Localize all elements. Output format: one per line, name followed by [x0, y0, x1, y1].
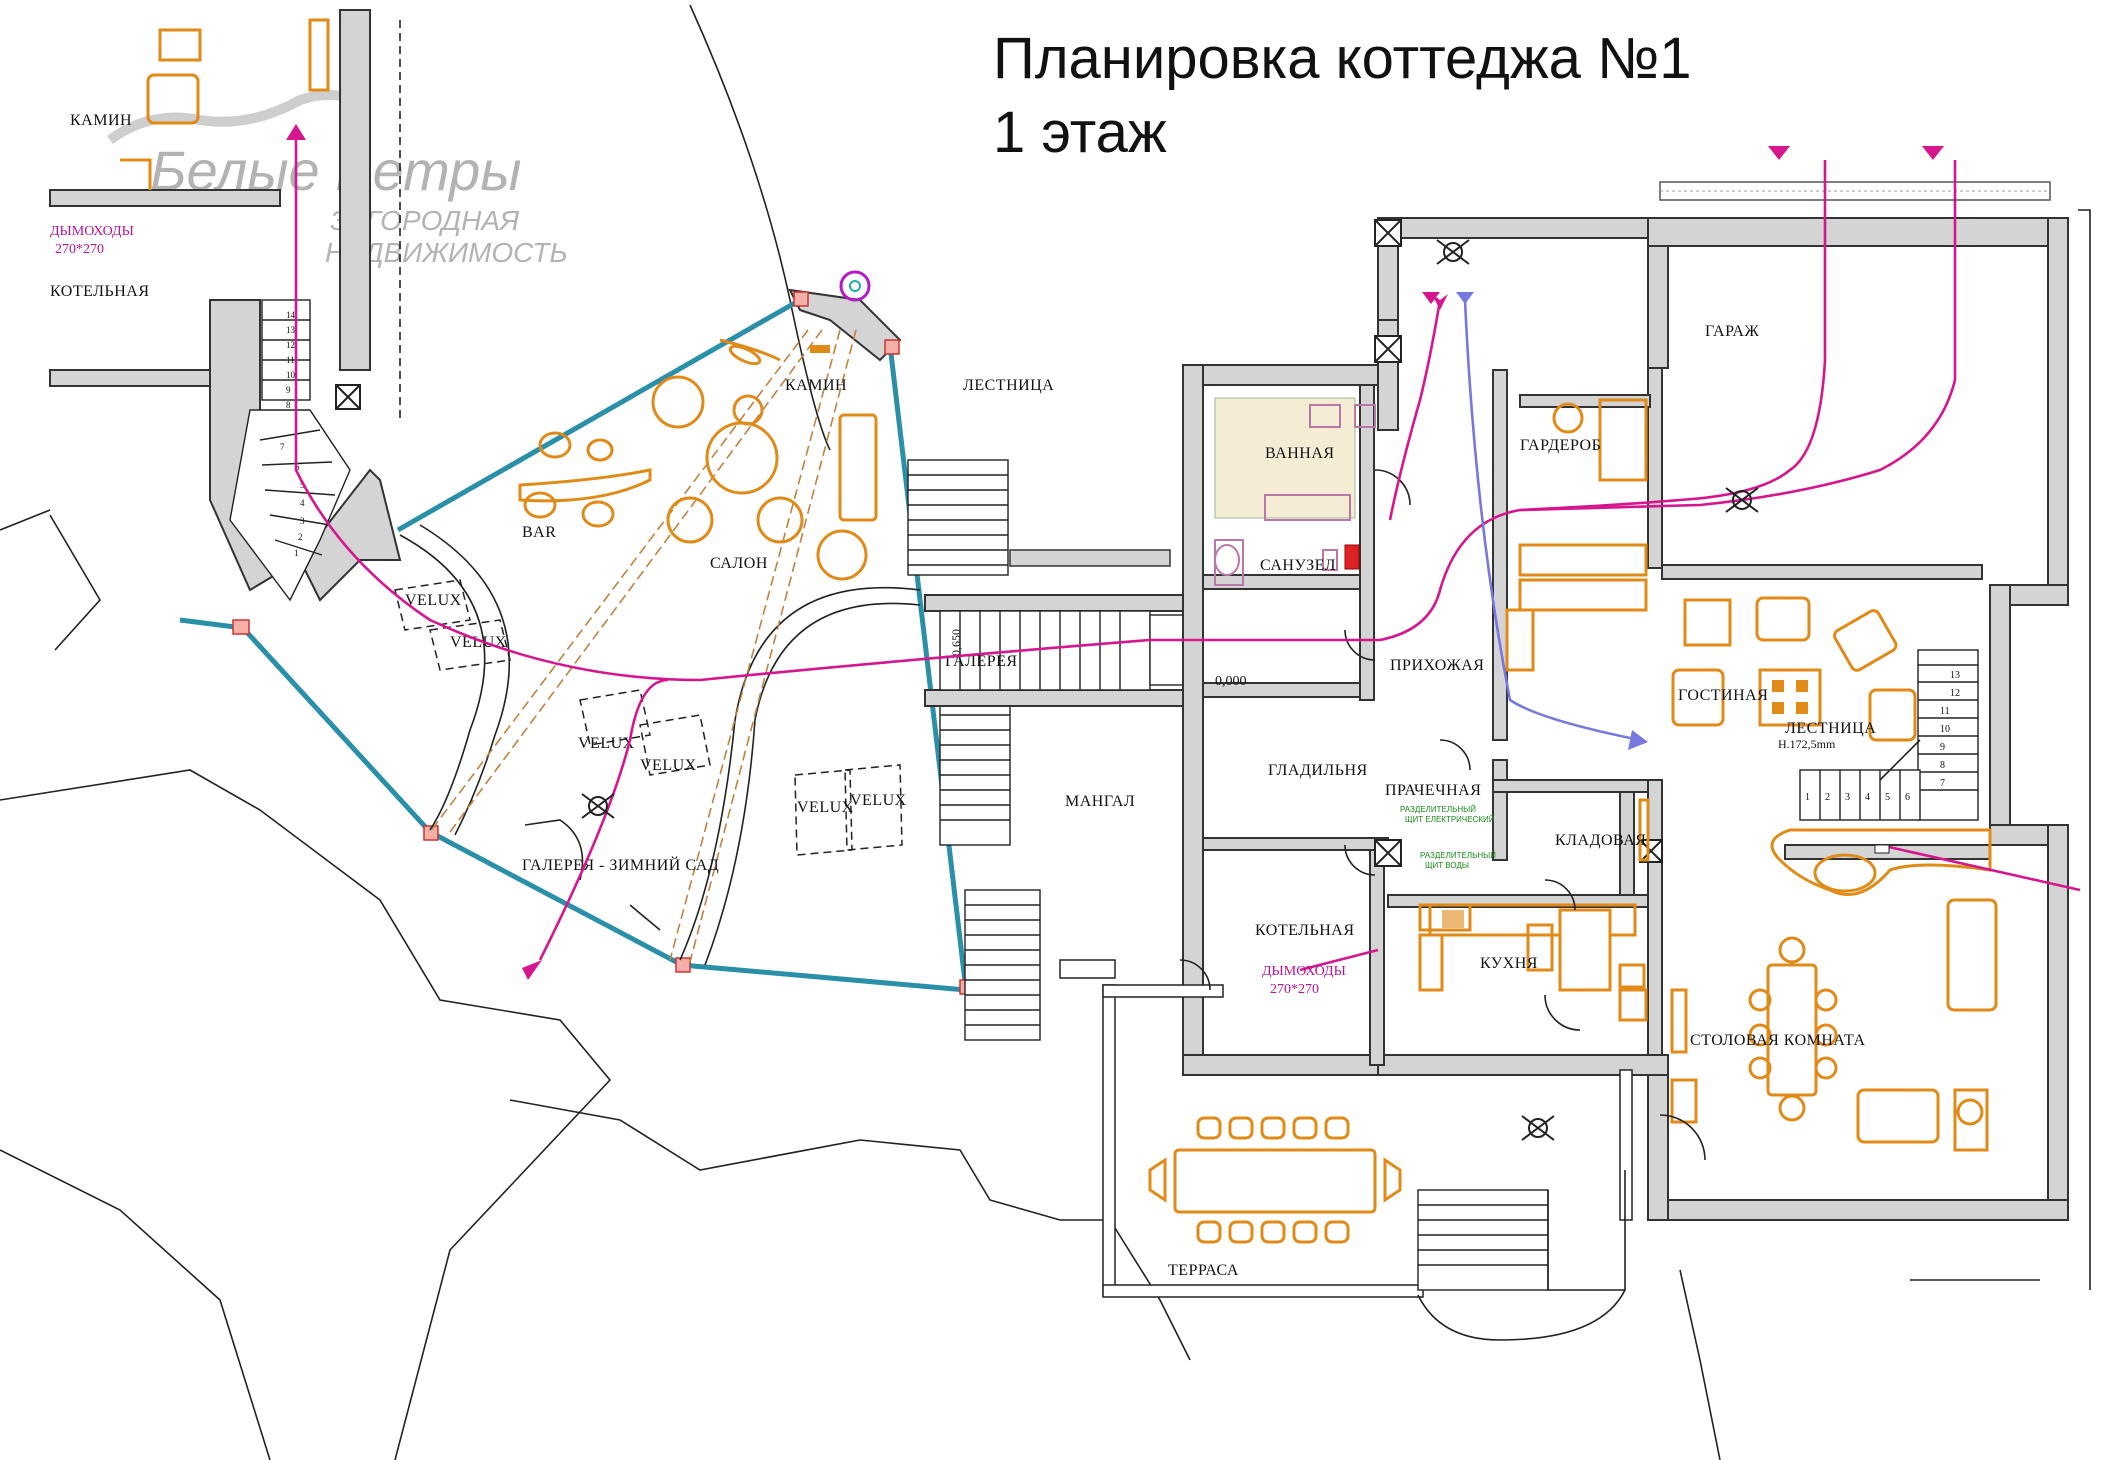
salon-stair-down [907, 459, 1009, 576]
stair-step-label: 3 [300, 516, 305, 526]
salon-furniture [518, 270, 878, 581]
chimney-size: 270*270 [1270, 982, 1319, 997]
room-label-kotelnaya-top: КОТЕЛЬНАЯ [50, 283, 149, 300]
site-outline [0, 4, 2091, 1460]
stair-step-label: 4 [300, 498, 305, 508]
main-house: 13 12 11 10 9 8 7 1 2 3 4 5 6 [1102, 181, 2069, 1341]
room-labels: ВАННАЯ САНУЗЕЛ ГАРДЕРОБ ГАРАЖ ПРИХОЖАЯ Г… [1168, 323, 1876, 1279]
terrace-table [1173, 1148, 1377, 1214]
room-label-sanuzel: САНУЗЕЛ [1260, 557, 1336, 574]
pipe-outlet-arrow-icon [522, 960, 542, 980]
room-label-galereya: ГАЛЕРЕЯ [945, 653, 1018, 670]
stair-step-label: 11 [286, 355, 295, 365]
pipe-inlet-marker-icon [1456, 292, 1474, 304]
room-label-gostinaya: ГОСТИНАЯ [1678, 687, 1768, 704]
room-label-mangal: МАНГАЛ [1065, 793, 1135, 810]
main-stair [1917, 649, 1979, 821]
room-label-kladovaya: КЛАДОВАЯ [1555, 832, 1646, 849]
velux-label: VELUX [578, 735, 635, 752]
stair-step-label: 5 [1885, 792, 1890, 803]
winter-garden: VELUX VELUX VELUX VELUX VELUX VELUX [179, 270, 1201, 1041]
gallery-stair-right [939, 699, 1011, 846]
terrace-railing-left [1102, 984, 1116, 1296]
stair-step-label: 6 [1905, 792, 1910, 803]
plan-floor-label: 1 этаж [993, 100, 1167, 165]
chimney-label-top: ДЫМОХОДЫ [50, 224, 134, 239]
room-label-kukhnya: КУХНЯ [1480, 955, 1538, 972]
pipe-outlet-arrow-icon [286, 124, 306, 140]
level-zero: 0,000 [1215, 674, 1247, 689]
room-label-vannaya: ВАННАЯ [1265, 445, 1335, 462]
stair-step-label: 10 [286, 370, 296, 380]
room-label-salon: САЛОН [710, 555, 768, 572]
room-label-kamin: КАМИН [785, 377, 847, 394]
stair-step-label: 3 [1845, 792, 1850, 803]
room-label-gladilnya: ГЛАДИЛЬНЯ [1268, 762, 1368, 779]
bathroom-floor [1214, 397, 1356, 519]
room-label-stolovaya: СТОЛОВАЯ КОМНАТА [1690, 1032, 1866, 1049]
room-label-galereya-zimniy-sad: ГАЛЕРЕЯ - ЗИМНИЙ САД [522, 855, 719, 874]
room-label-garazh: ГАРАЖ [1705, 323, 1759, 340]
terrace-stair [1417, 1189, 1549, 1291]
stair-step-label: 7 [280, 442, 285, 452]
supply-line [1463, 299, 1641, 742]
water-panel-label-2: ЩИТ ВОДЫ [1425, 861, 1469, 870]
room-label-bar: BAR [522, 524, 556, 541]
person-icon [581, 239, 1759, 1141]
gallery-bridge-stair [939, 610, 1151, 691]
pipe-inlet-marker-icon [1768, 146, 1790, 160]
pipe-inlet-marker-icon [1422, 292, 1440, 304]
stair-step-label: 9 [286, 385, 291, 395]
water-panel-label: РАЗДЕЛИТЕЛЬНЫЙ [1420, 851, 1496, 860]
velux-label: VELUX [797, 799, 854, 816]
stair-height-label: H.172,5mm [1778, 737, 1836, 751]
room-label-lestnitsa: ЛЕСТНИЦА [1785, 720, 1876, 737]
stair-step-label: 8 [286, 400, 291, 410]
stair-step-label: 2 [1825, 792, 1830, 803]
stair-step-label: 13 [1950, 670, 1960, 681]
room-label-prikhozhaya: ПРИХОЖАЯ [1390, 657, 1484, 674]
velux-label: VELUX [640, 757, 697, 774]
stair-step-label: 11 [1940, 706, 1950, 717]
room-label-garderob: ГАРДЕРОБ [1520, 437, 1601, 454]
chimney-size-top: 270*270 [55, 242, 104, 257]
stair-step-label: 14 [286, 310, 296, 320]
stair-step-label: 1 [294, 548, 299, 558]
room-label-kamin-top: КАМИН [70, 112, 132, 129]
room-label-terrasa: ТЕРРАСА [1168, 1262, 1239, 1279]
stair-step-label: 2 [298, 532, 303, 542]
pipe-inlet-marker-icon [1922, 146, 1944, 160]
velux-windows: VELUX VELUX VELUX VELUX VELUX VELUX [394, 579, 907, 856]
stair-step-label: 10 [1940, 724, 1950, 735]
room-label-prachechnaya: ПРАЧЕЧНАЯ [1385, 782, 1481, 799]
stair-step-label: 13 [286, 325, 296, 335]
stair-step-label: 12 [286, 340, 295, 350]
plan-title: Планировка коттеджа №1 [993, 26, 1692, 91]
room-label-lestnitsa-top: ЛЕСТНИЦА [963, 377, 1054, 394]
supply-arrow-icon [1628, 730, 1648, 750]
velux-label: VELUX [405, 592, 462, 609]
watermark: Белые Ветры ЗАГОРОДНАЯ НЕДВИЖИМОСТЬ [107, 90, 568, 268]
gallery-glazing-bottom [241, 626, 967, 993]
stair-step-label: 7 [1940, 778, 1945, 789]
velux-label: VELUX [850, 792, 907, 809]
chimney-marker-icon [839, 270, 871, 302]
chimney-label: ДЫМОХОДЫ [1262, 964, 1346, 979]
room-label-kotelnaya: КОТЕЛЬНАЯ [1255, 922, 1354, 939]
stair-step-label: 4 [1865, 792, 1870, 803]
velux-label: VELUX [450, 634, 507, 651]
neighbor-block: 14 13 12 11 10 9 8 7 6 5 4 3 2 1 КАМИН К… [49, 9, 402, 602]
stair-step-label: 12 [1950, 688, 1960, 699]
electric-panel-label-2: ЩИТ ЕЛЕКТРИЧЕСКИЙ [1405, 815, 1495, 824]
electric-panel-label: РАЗДЕЛИТЕЛЬНЫЙ [1400, 805, 1476, 814]
left-stair-top [261, 299, 311, 401]
level-minus: -0,650 [949, 629, 963, 660]
stair-step-label: 9 [1940, 742, 1945, 753]
left-stair-winder [229, 409, 351, 602]
stair-step-label: 8 [1940, 760, 1945, 771]
stair-step-label: 6 [295, 462, 300, 472]
stair-step-label: 1 [1805, 792, 1810, 803]
